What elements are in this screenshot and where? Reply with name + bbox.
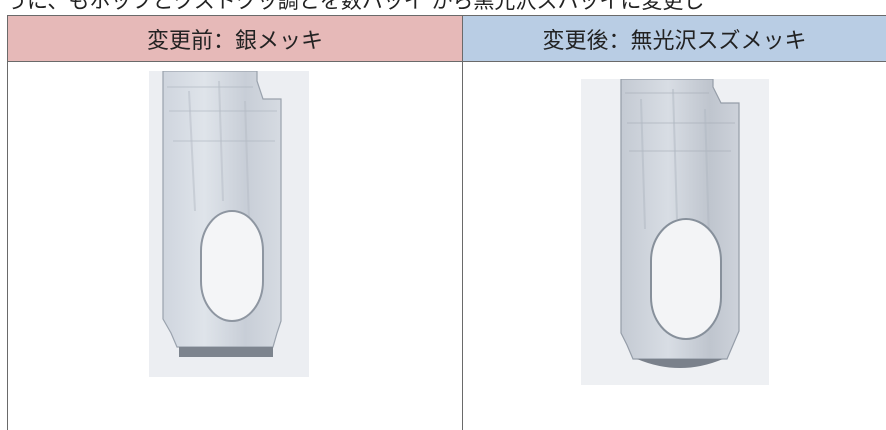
cell-before — [7, 61, 463, 430]
header-row: 変更前：銀メッキ 変更後：無光沢スズメッキ — [7, 15, 886, 62]
cell-after — [462, 61, 886, 430]
header-before: 変更前：銀メッキ — [7, 15, 463, 62]
header-after: 変更後：無光沢スズメッキ — [462, 15, 886, 62]
photo-matte-tin-plated-terminal — [581, 79, 769, 385]
photo-silver-plated-terminal — [149, 71, 309, 377]
terminal-image-before — [149, 71, 309, 377]
comparison-table: 変更前：銀メッキ 変更後：無光沢スズメッキ — [7, 15, 886, 430]
cut-off-body-text: うに、もホッフとクストクッ調とを数ハッイ から黒光沢スハッイに変更し — [6, 0, 705, 13]
terminal-image-after — [581, 79, 769, 385]
photo-row — [7, 61, 886, 430]
